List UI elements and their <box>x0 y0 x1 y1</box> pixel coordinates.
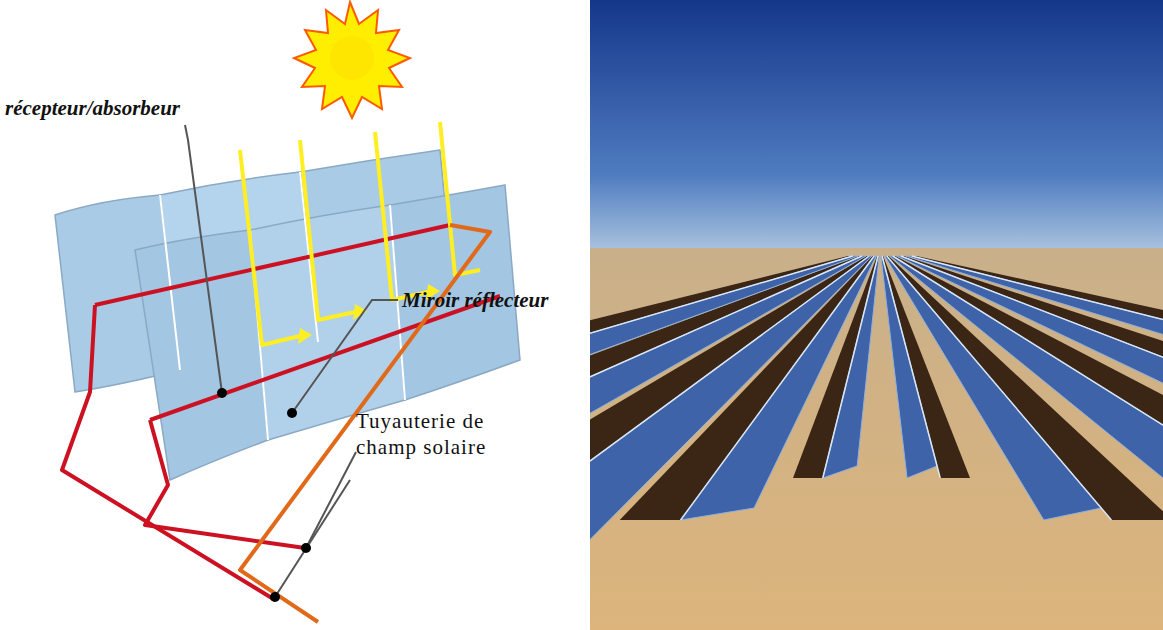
trough-shadow <box>590 256 862 600</box>
trough-mirror <box>906 256 1163 630</box>
receiver-tube <box>150 296 500 420</box>
part-label: Miroir réflecteur <box>402 287 548 313</box>
trough-mirror <box>590 256 866 600</box>
trough-edge <box>912 256 1163 630</box>
part-label: Tuyauterie de champ solaire <box>356 408 534 461</box>
solar-field-photo <box>590 0 1163 630</box>
trough-illustration <box>0 0 590 630</box>
sun-symbol <box>294 2 410 118</box>
trough-shadow <box>590 256 853 630</box>
sun-core <box>330 36 374 80</box>
trough-mirror <box>590 256 858 630</box>
trough-edge <box>590 256 862 600</box>
leader-dots <box>217 388 311 602</box>
leader-lines <box>185 125 398 597</box>
receiver-tube <box>95 225 450 305</box>
trough-edge <box>590 256 853 630</box>
part-label: récepteur/absorbeur <box>5 95 180 121</box>
